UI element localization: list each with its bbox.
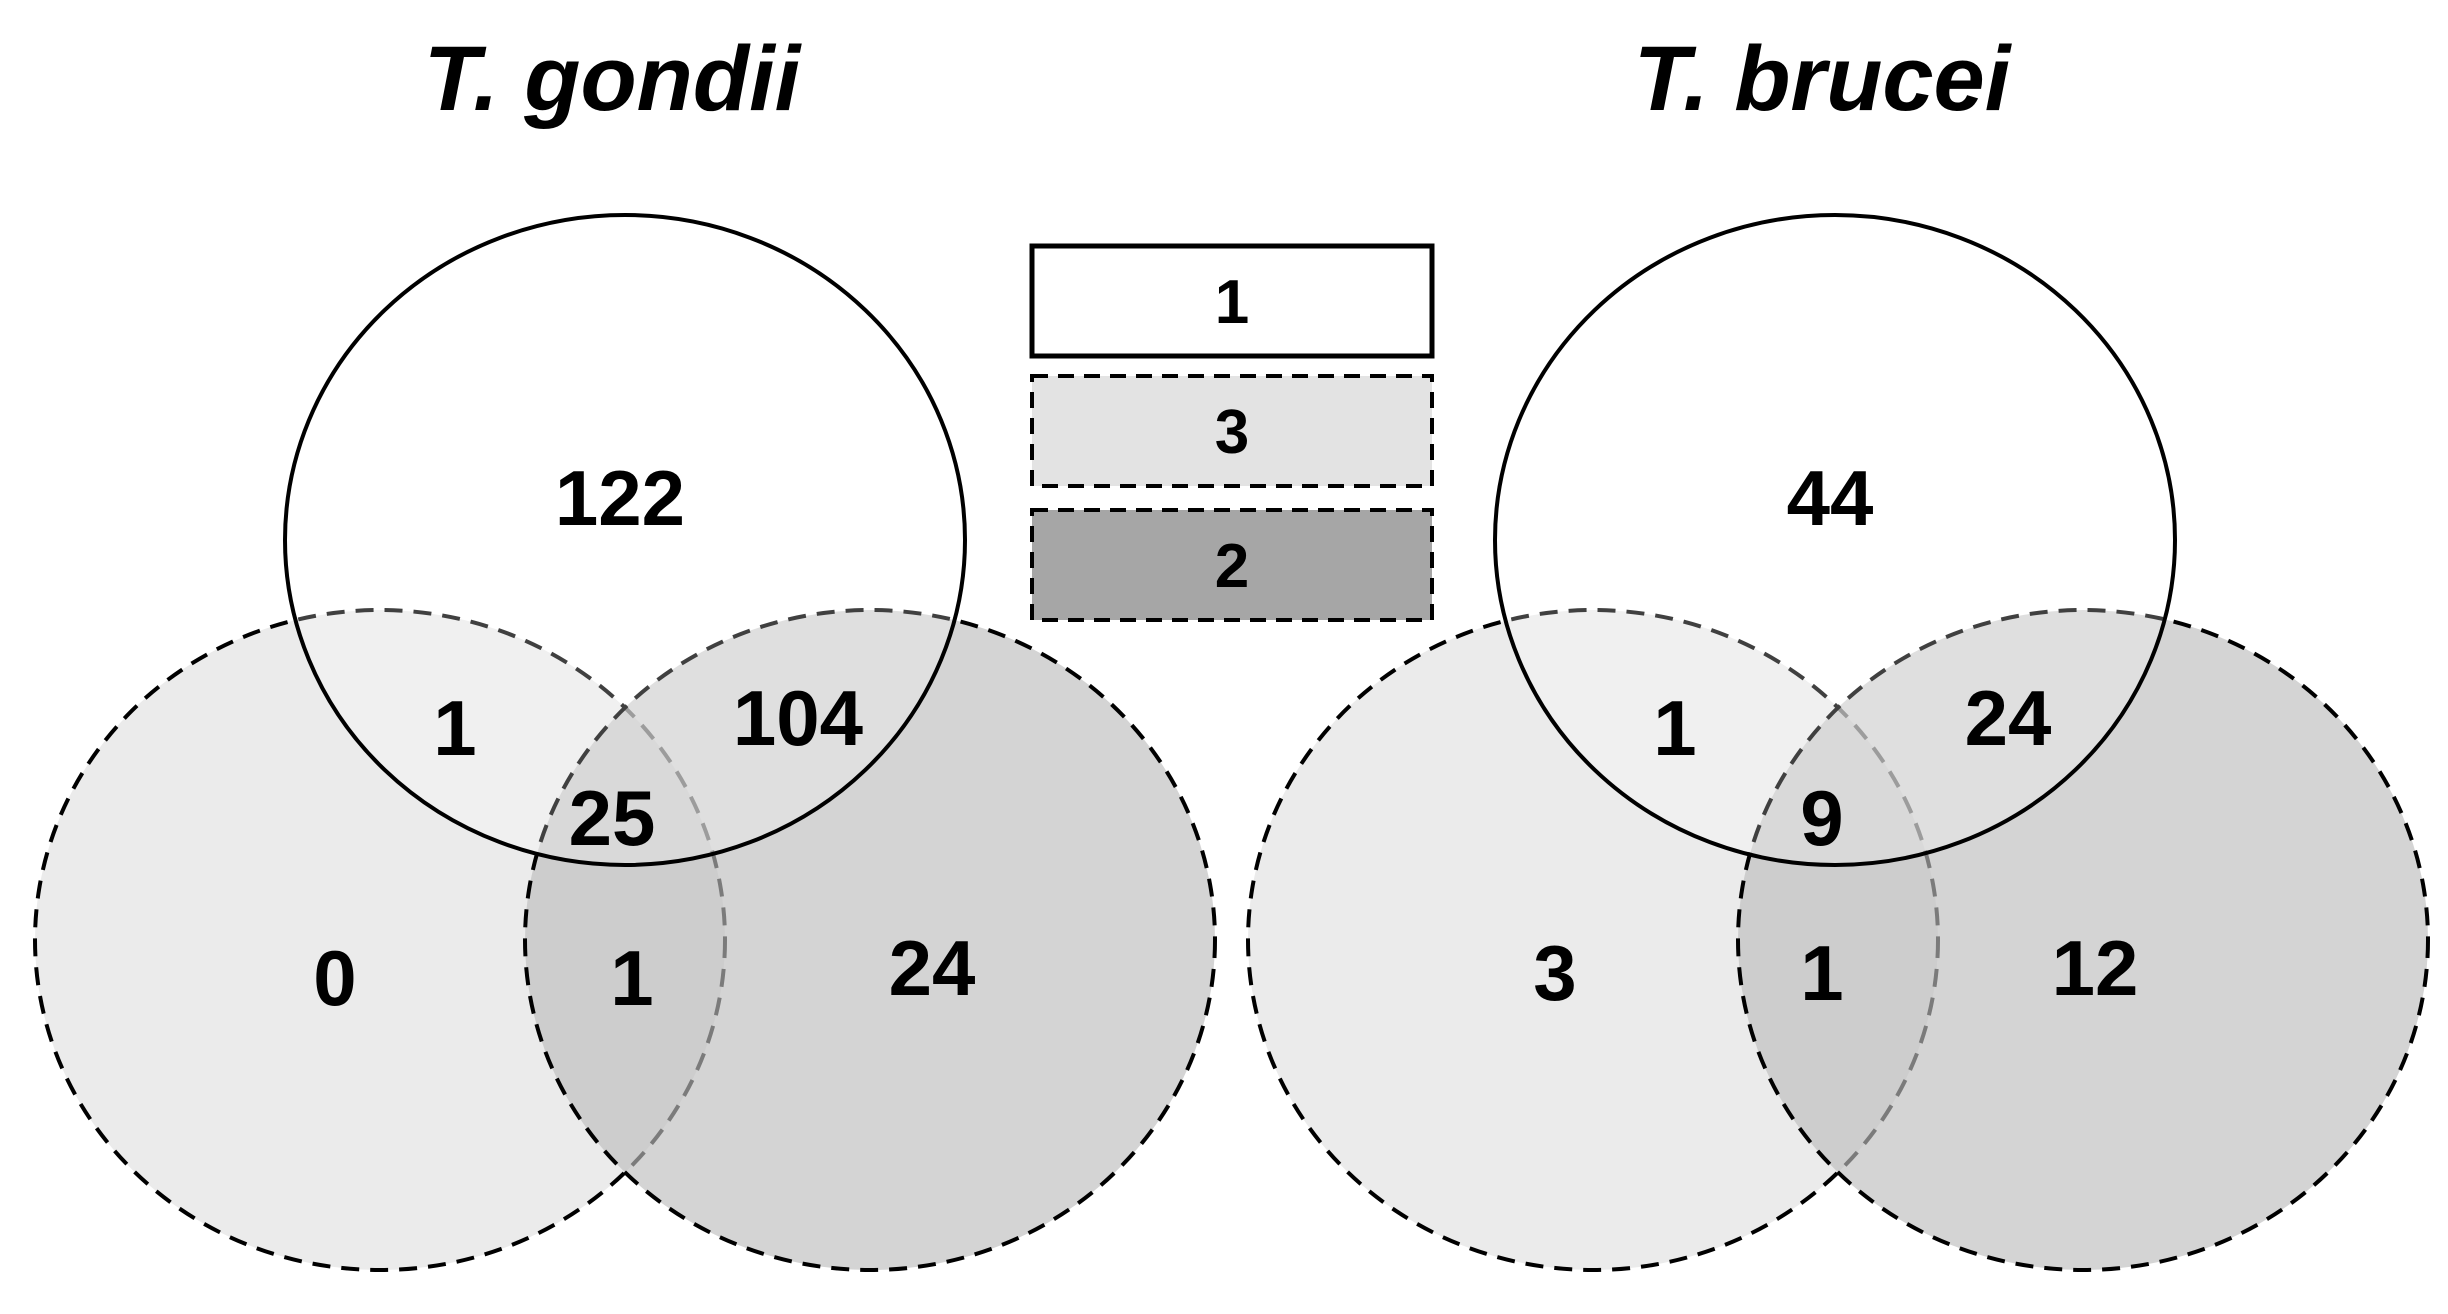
count-only-set-3-t-gondii: 0 [313,934,356,1022]
count-set-1-and-3-t-brucei: 1 [1653,684,1696,772]
legend-label-set-3: 3 [1215,398,1249,467]
count-all-three-t-brucei: 9 [1800,774,1843,862]
count-set-3-and-2-t-brucei: 1 [1800,929,1843,1017]
count-set-3-and-2-t-gondii: 1 [610,934,653,1022]
venn-panel-t-brucei: T. brucei 44 1 24 9 3 1 12 [1246,28,2430,1272]
legend-label-set-1: 1 [1215,268,1249,337]
count-set-1-and-2-t-gondii: 104 [733,674,863,762]
panel-title-t-gondii: T. gondii [424,28,803,130]
panel-title-t-brucei: T. brucei [1634,28,2013,130]
set-1-circle-t-gondii [283,213,967,867]
count-set-1-and-3-t-gondii: 1 [433,684,476,772]
legend-item-set-2: 2 [1030,508,1434,622]
legend-item-set-1: 1 [1029,243,1435,359]
set-1-circle-t-brucei [1493,213,2177,867]
legend-item-set-3: 3 [1030,374,1434,488]
legend-swatch-set-3 [1030,374,1434,488]
count-all-three-t-gondii: 25 [569,774,656,862]
set-2-circle-t-gondii [523,608,1217,1272]
count-set-1-and-2-t-brucei: 24 [1965,674,2052,762]
count-only-set-1-t-gondii: 122 [555,454,685,542]
count-only-set-2-t-brucei: 12 [2052,924,2139,1012]
set-2-circle-t-brucei [1736,608,2430,1272]
count-only-set-2-t-gondii: 24 [889,924,976,1012]
venn-panel-t-gondii: T. gondii 122 1 104 25 0 1 24 [33,28,1217,1272]
legend: 1 3 2 [1029,243,1435,622]
legend-swatch-set-2 [1030,508,1434,622]
count-only-set-3-t-brucei: 3 [1533,929,1576,1017]
legend-label-set-2: 2 [1215,532,1249,601]
legend-swatch-set-1 [1029,243,1435,359]
count-only-set-1-t-brucei: 44 [1787,454,1874,542]
